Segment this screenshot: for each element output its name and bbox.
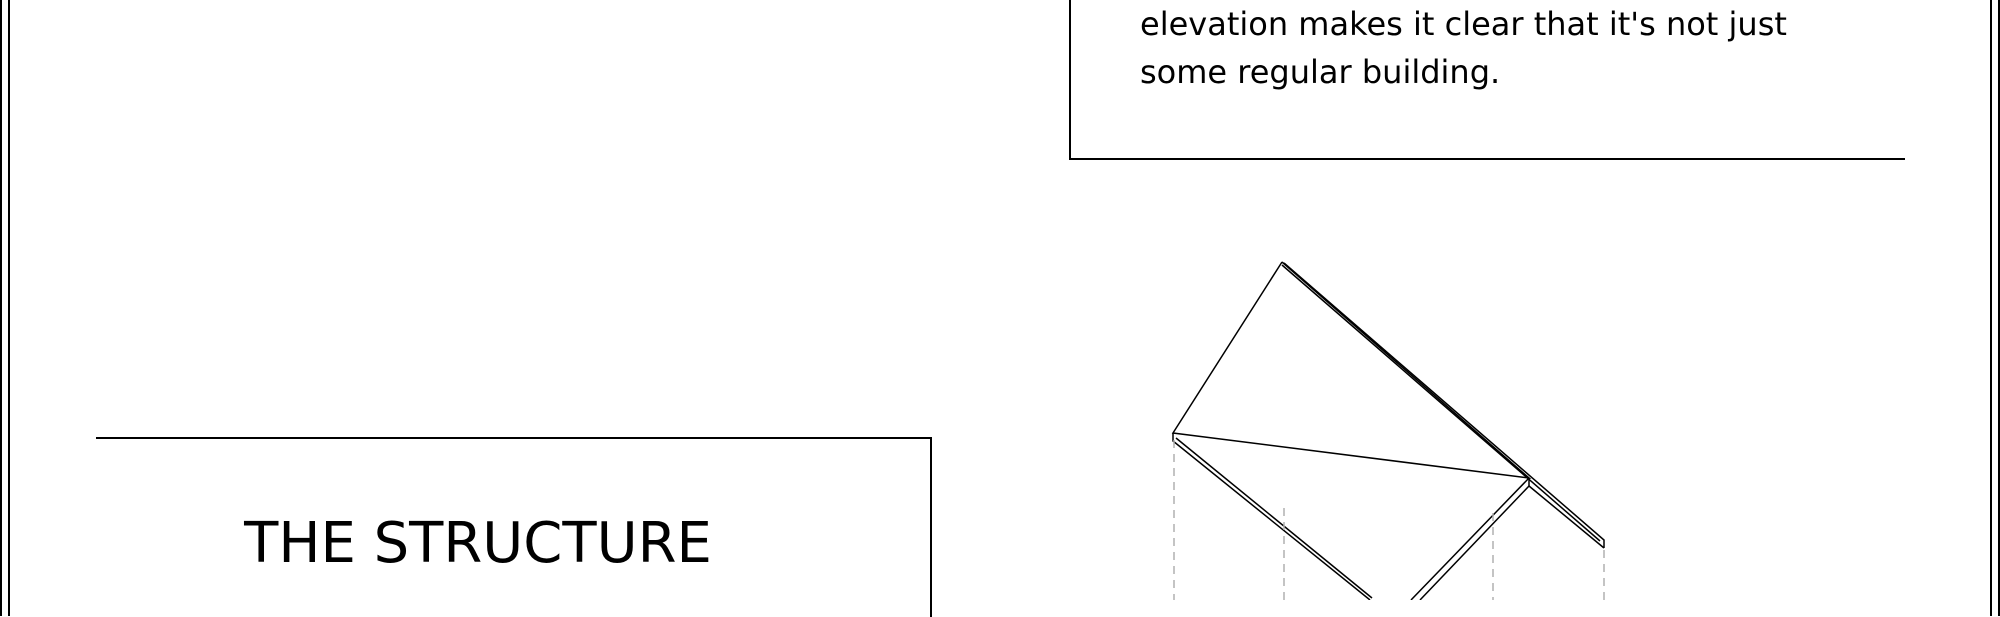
ridge-inner [1281,264,1601,542]
left-eave-edge [1172,433,1371,600]
valley-line [1410,477,1530,600]
description-panel [1069,0,1905,160]
right-eave-edge [1528,485,1605,549]
left-eave-inner [1175,437,1373,599]
axonometric-roof-drawing [1171,261,1605,600]
valley-line-inner [1419,485,1530,600]
description-line-2: some regular building. [1140,53,1501,91]
page-inner-frame [8,0,1992,616]
structure-panel [96,437,932,617]
ridge-edge [1283,262,1605,548]
description-line-1: elevation makes it clear that it's not j… [1140,5,1787,43]
structure-title: THE STRUCTURE [244,511,712,576]
roof-outline [1171,261,1605,600]
roof-plane [1171,261,1532,480]
hidden-columns [1173,440,1605,600]
description-text: elevation makes it clear that it's not j… [1140,0,1904,96]
